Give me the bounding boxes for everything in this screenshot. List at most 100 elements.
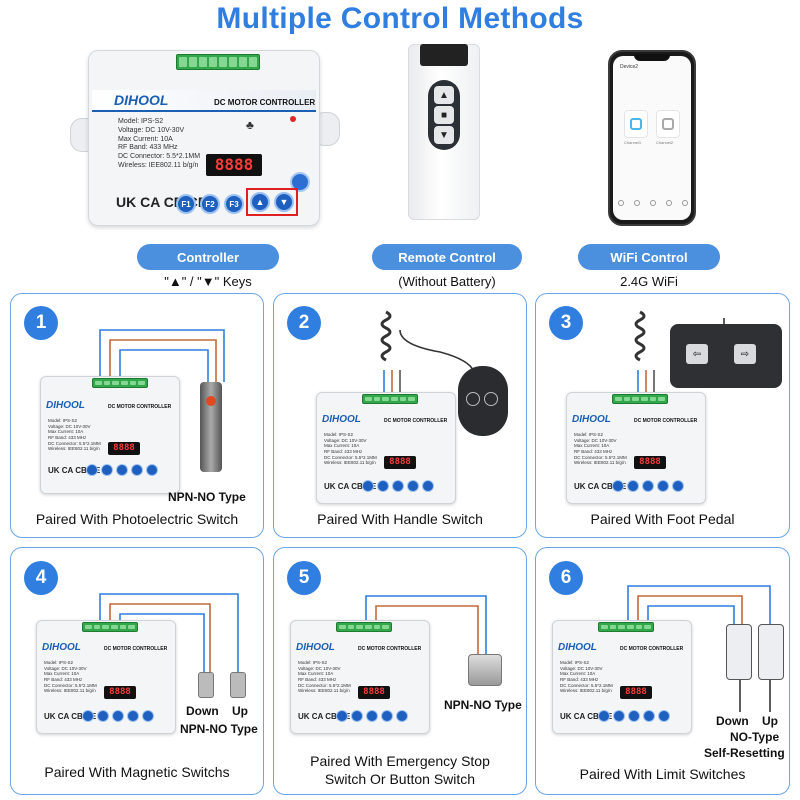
panel-4-specs: Model: IPS-S2 Voltage: DC 10V-30V Max Cu… [44,660,97,694]
pill-controller: Controller [137,244,279,270]
remote-down-button[interactable]: ▼ [434,126,454,144]
f2-key[interactable]: F2 [200,194,220,214]
panel-4-key[interactable] [142,710,154,722]
handle-up-icon [466,392,480,406]
emergency-stop-button [468,654,502,686]
panel-1-controller-name: DC MOTOR CONTROLLER [108,404,172,410]
panel-2-key[interactable] [422,480,434,492]
panel-5-key[interactable] [396,710,408,722]
panel-4-key[interactable] [112,710,124,722]
panel-5-key[interactable] [336,710,348,722]
panel-4-key[interactable] [97,710,109,722]
f1-key[interactable]: F1 [176,194,196,214]
pedal-left-icon: ⇦ [686,344,708,364]
highlight-frame [246,188,298,216]
panel-6-key[interactable] [658,710,670,722]
panel-1-brand: DIHOOL [46,400,85,411]
phone-notch [634,54,670,61]
panel-3-key[interactable] [642,480,654,492]
panel-5-display: 8888 [358,686,390,699]
digital-display: 8888 [206,154,262,176]
panel-6-key[interactable] [628,710,640,722]
panel-3-key[interactable] [612,480,624,492]
remote-top-cap [420,44,468,66]
panel-3-cert: UK CA CB CE [574,482,627,491]
panel-2-keys [362,480,434,492]
panel-5-key[interactable] [381,710,393,722]
panel-4-brand: DIHOOL [42,642,81,653]
panel-1-key[interactable] [146,464,158,476]
panel-4-display: 8888 [104,686,136,699]
panel-6-key[interactable] [643,710,655,722]
channel1-label: Channel1 [624,140,642,145]
remote-stop-button[interactable]: ■ [434,106,454,124]
panel-2-key[interactable] [377,480,389,492]
down-key[interactable]: ▼ [274,192,294,212]
panel-6-key[interactable] [598,710,610,722]
caption-remote: (Without Battery) [398,274,496,289]
panel-6-label: Paired With Limit Switches [579,766,746,782]
panel-3-terminal [612,394,668,404]
panel-6-resetting: Self-Resetting [704,746,785,760]
panel-1-key[interactable] [131,464,143,476]
caption-wifi: 2.4G WiFi [620,274,678,289]
panel-6-up-label: Up [762,714,778,728]
panel-3-key[interactable] [672,480,684,492]
panel-1-cert: UK CA CB CE [48,466,101,475]
phone-screen [613,56,691,220]
brand-logo: DIHOOL [114,92,169,108]
panel-2-controller-name: DC MOTOR CONTROLLER [384,418,448,424]
pedal-right-icon: ⇨ [734,344,756,364]
panel-5-label-line2: Switch Or Button Switch [324,771,476,787]
panel-5-number: 5 [287,561,321,595]
panel-1-label: Paired With Photoelectric Switch [35,511,239,527]
panel-6-key[interactable] [613,710,625,722]
magnetic-switch-down [198,672,214,698]
phone-device-name: Device2 [620,64,639,70]
panel-3-key[interactable] [657,480,669,492]
panel-3-controller-name: DC MOTOR CONTROLLER [634,418,698,424]
brand-bar [92,90,316,112]
magnetic-switch-up [230,672,246,698]
panel-2-key[interactable] [362,480,374,492]
panel-4-key[interactable] [82,710,94,722]
channel2-label: Channel2 [656,140,674,145]
panel-5-key[interactable] [366,710,378,722]
panel-1-key[interactable] [101,464,113,476]
up-key[interactable]: ▲ [250,192,270,212]
wifi-button[interactable] [290,172,310,192]
panel-4-key[interactable] [127,710,139,722]
panel-6-specs: Model: IPS-S2 Voltage: DC 10V-30V Max Cu… [560,660,613,694]
panel-3-number: 3 [549,306,583,340]
remote-up-button[interactable]: ▲ [434,86,454,104]
panel-5-specs: Model: IPS-S2 Voltage: DC 10V-30V Max Cu… [298,660,351,694]
panel-5-cert: UK CA CB CE [298,712,351,721]
panel-4-terminal [82,622,138,632]
panel-2-key[interactable] [392,480,404,492]
panel-1-key[interactable] [86,464,98,476]
panel-2-label: Paired With Handle Switch [317,511,483,527]
panel-1-key[interactable] [116,464,128,476]
status-led [290,116,296,122]
panel-6-keys [598,710,670,722]
panel-3-key[interactable] [627,480,639,492]
channel1-tile[interactable] [624,110,648,138]
panel-2-cert: UK CA CB CE [324,482,377,491]
controller-name: DC MOTOR CONTROLLER [214,98,316,107]
channel2-tile[interactable] [656,110,680,138]
panel-3-label: Paired With Foot Pedal [590,511,735,527]
panel-5-keys [336,710,408,722]
panel-5-key[interactable] [351,710,363,722]
limit-switch-down [726,624,752,680]
panel-5-type: NPN-NO Type [444,698,522,712]
panel-5-controller-name: DC MOTOR CONTROLLER [358,646,422,652]
photoelectric-sensor [200,382,222,472]
panel-6-number: 6 [549,561,583,595]
caption-controller: "▲" / "▼" Keys [164,274,252,289]
panel-4-down-label: Down [186,704,219,718]
f3-key[interactable]: F3 [224,194,244,214]
panel-2-key[interactable] [407,480,419,492]
panel-2-display: 8888 [384,456,416,469]
panel-3-keys [612,480,684,492]
